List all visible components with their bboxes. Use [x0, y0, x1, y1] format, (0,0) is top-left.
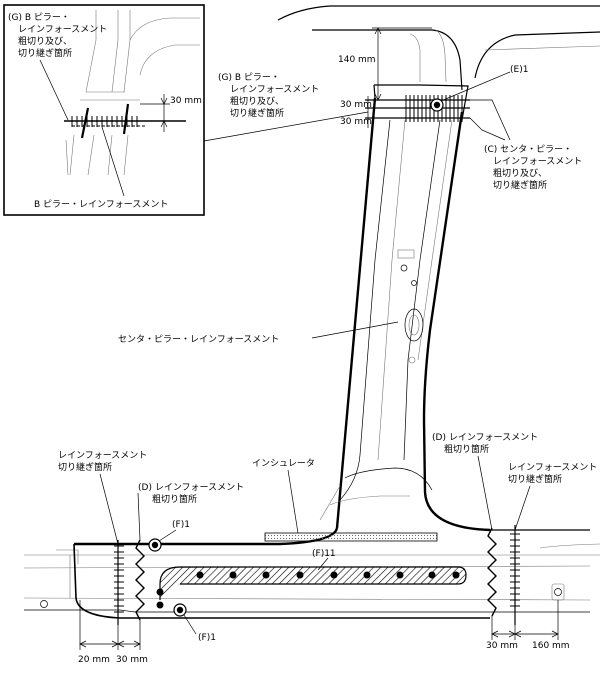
- d-left-line2: 粗切り箇所: [152, 493, 197, 505]
- insulator-label: インシュレータ: [252, 458, 315, 469]
- rf-right-line1: レインフォースメント: [508, 463, 597, 473]
- bottom-dim-20: 20 mm: [78, 655, 110, 665]
- left-rough-cut: [135, 539, 145, 621]
- hatched-reinforcement: [159, 566, 467, 600]
- f11-label: (F)11: [312, 549, 336, 559]
- g-label-line3: 粗切り及び、: [230, 95, 284, 107]
- dim-140: 140 mm: [338, 55, 376, 65]
- right-hatch: [510, 533, 520, 607]
- pillar-outline-left: [335, 97, 377, 529]
- roof-section: [277, 5, 601, 91]
- g-label-line1: (G) B ピラー・: [218, 72, 280, 83]
- inset-dim-30: 30 mm: [170, 96, 202, 106]
- g-label-line4: 切り継ぎ箇所: [230, 107, 284, 119]
- inset-label-line1: (G) B ピラー・: [8, 12, 70, 23]
- e-label: (E)1: [510, 65, 528, 75]
- rocker-outline: [73, 543, 490, 619]
- bottom-dim-30-left: 30 mm: [116, 655, 148, 665]
- inset-label-line3: 粗切り及び、: [18, 35, 72, 47]
- rf-right-line2: 切り継ぎ箇所: [508, 473, 562, 485]
- dim-30-upper: 30 mm: [340, 100, 372, 110]
- bottom-dim-30-right: 30 mm: [486, 641, 518, 651]
- dim-30-lower: 30 mm: [340, 117, 372, 127]
- d-left-line1: (D) レインフォースメント: [138, 483, 244, 493]
- f-bottom-label: (F)1: [198, 633, 216, 643]
- inset-detail: 30 mm (G) B ピラー・ レインフォースメント 粗切り及び、 切り継ぎ箇…: [3, 4, 205, 216]
- center-pillar-label: センタ・ピラー・レインフォースメント: [118, 334, 279, 345]
- weld-spots: [156, 571, 460, 609]
- top-cut-section: 140 mm (E)1 30 mm 30 mm: [218, 27, 582, 191]
- c-label-line3: 粗切り及び、: [493, 167, 547, 179]
- bottom-dimensions: 20 mm 30 mm 30 mm 160 mm: [78, 600, 570, 665]
- right-rough-cut: [487, 527, 497, 617]
- inset-connector: [203, 111, 369, 142]
- rocker-section: [23, 525, 601, 625]
- c-label-line1: (C) センタ・ピラー・: [484, 144, 572, 155]
- rocker-lower-line: [24, 609, 590, 613]
- inset-bottom-label: B ピラー・レインフォースメント: [34, 199, 168, 210]
- c-label-line2: レインフォースメント: [493, 157, 582, 167]
- inset-label-line2: レインフォースメント: [18, 25, 107, 35]
- pillar-outline-right: [422, 111, 491, 532]
- d-right-line2: 粗切り箇所: [444, 443, 489, 455]
- rf-left-line2: 切り継ぎ箇所: [58, 461, 112, 473]
- bottom-labels: (D) レインフォースメント 粗切り箇所 レインフォースメント 切り継ぎ箇所 レ…: [58, 433, 597, 643]
- g-label-line2: レインフォースメント: [230, 85, 319, 95]
- inset-pillar-upper: [95, 10, 131, 40]
- bottom-dim-160: 160 mm: [532, 641, 570, 651]
- insulator: [264, 532, 438, 542]
- c-label-line4: 切り継ぎ箇所: [493, 179, 547, 191]
- center-pillar: [74, 84, 590, 546]
- d-right-line1: (D) レインフォースメント: [432, 433, 538, 443]
- inset-frame: [3, 4, 205, 216]
- f-top-label: (F)1: [172, 520, 190, 530]
- inset-label-line4: 切り継ぎ箇所: [18, 47, 72, 59]
- rf-left-line1: レインフォースメント: [58, 451, 147, 461]
- left-hatch: [114, 545, 124, 613]
